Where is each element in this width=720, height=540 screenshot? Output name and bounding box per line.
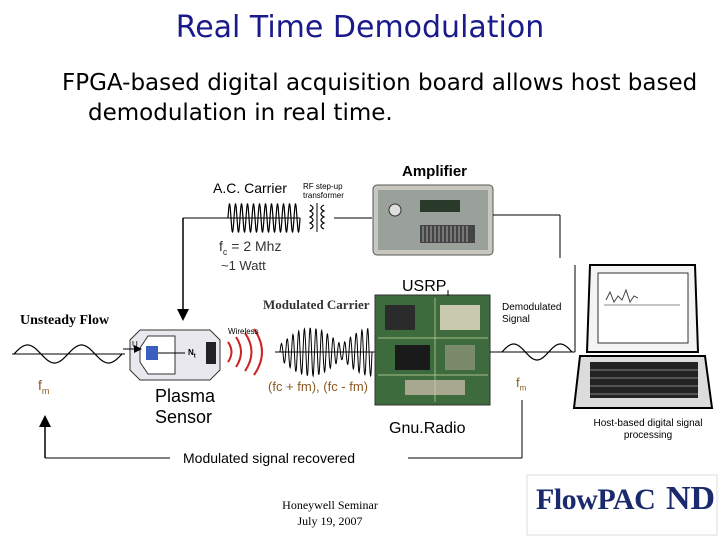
fc-symbol: f — [219, 238, 223, 254]
rf-transformer-line-1: RF step-up — [303, 182, 343, 191]
fm-right-symbol: f — [516, 375, 520, 390]
plasma-sensor-label: Plasma Sensor — [155, 386, 215, 428]
amplifier-label: Amplifier — [402, 163, 468, 180]
flowpac-logo — [526, 474, 718, 536]
carrier-frequency-label: fc = 2 Mhz — [219, 238, 281, 257]
footer-seminar: Honeywell Seminar — [282, 498, 378, 512]
unsteady-flow-wave — [12, 344, 125, 364]
fm-left-symbol: f — [38, 377, 42, 393]
usrp-label: USRP — [402, 278, 447, 295]
host-processing-label: Host-based digital signal processing — [584, 418, 712, 442]
ac-carrier-label: A.C. Carrier — [213, 180, 287, 196]
wireless-icon — [227, 328, 263, 376]
body-text-line-1: FPGA-based digital acquisition board all… — [62, 70, 698, 96]
modulated-signal-recovered-label: Modulated signal recovered — [180, 450, 358, 466]
usrp-board-image — [374, 290, 500, 406]
u-label: U — [132, 340, 138, 349]
logo-text: FlowPAC — [536, 483, 656, 516]
gnuradio-label: Gnu.Radio — [389, 420, 466, 437]
fm-left-subscript: m — [41, 385, 50, 396]
body-text-line-2: demodulation in real time. — [88, 100, 393, 126]
n-label: Nt — [188, 348, 196, 360]
n-subscript: t — [193, 353, 196, 360]
power-label: ~1 Watt — [221, 258, 266, 273]
wireless-label: Wireless — [228, 327, 259, 336]
host-processing-line-2: processing — [623, 430, 673, 441]
fm-right-label: fm — [516, 375, 526, 393]
sideband-frequencies-label: (fc + fm), (fc - fm) — [268, 379, 369, 394]
ac-carrier-wave — [195, 203, 301, 233]
footer-date: July 19, 2007 — [297, 514, 363, 528]
plasma-sensor-line-1: Plasma — [155, 386, 216, 406]
amplifier-image — [372, 184, 561, 258]
rf-transformer-label: RF step-up transformer — [303, 182, 344, 200]
slide-title: Real Time Demodulation — [175, 10, 545, 45]
fm-left-label: fm — [38, 377, 49, 396]
fc-subscript: c — [222, 246, 228, 257]
footer: Honeywell Seminar July 19, 2007 — [250, 497, 410, 529]
unsteady-flow-label: Unsteady Flow — [20, 313, 110, 328]
logo-mark-icon: ND — [666, 480, 716, 517]
demodulated-line-2: Signal — [502, 314, 530, 325]
host-processing-line-1: Host-based digital signal — [593, 418, 703, 429]
rf-transformer-line-2: transformer — [303, 191, 344, 200]
n-symbol: N — [188, 348, 194, 357]
plasma-sensor-icon — [123, 329, 221, 381]
plasma-sensor-line-2: Sensor — [155, 407, 213, 427]
rf-transformer-icon — [308, 203, 372, 232]
modulated-carrier-wave — [275, 327, 375, 378]
demodulated-line-1: Demodulated — [502, 302, 562, 313]
recovery-loop-arrow — [39, 400, 523, 459]
modulated-carrier-label: Modulated Carrier — [263, 297, 370, 312]
fc-value: = 2 Mhz — [227, 238, 282, 254]
laptop-icon — [572, 264, 714, 409]
carrier-to-sensor-arrow — [177, 217, 195, 321]
demodulated-signal-label: Demodulated Signal — [502, 302, 561, 326]
demodulated-wave — [500, 343, 575, 361]
fm-right-subscript: m — [519, 383, 527, 393]
